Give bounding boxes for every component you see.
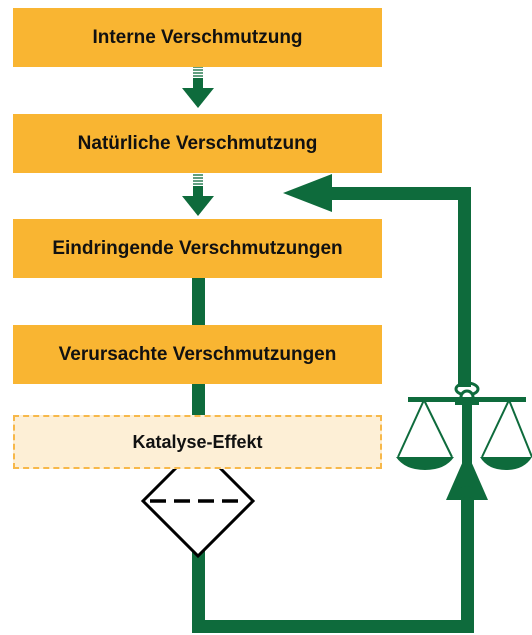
step-label: Interne Verschmutzung <box>92 26 303 48</box>
step-box-penetrating: Eindringende Verschmutzungen <box>13 219 382 278</box>
step-box-caused: Verursachte Verschmutzungen <box>13 325 382 384</box>
filter-diamond-icon <box>140 443 256 559</box>
step-label: Verursachte Verschmutzungen <box>58 343 337 365</box>
step-box-natural: Natürliche Verschmutzung <box>13 114 382 173</box>
return-up-line <box>461 500 474 633</box>
arrow-2-to-3 <box>182 174 214 216</box>
step-box-internal: Interne Verschmutzung <box>13 8 382 67</box>
top-return-line <box>330 187 471 200</box>
bottom-return-line <box>192 620 474 633</box>
arrow-1-to-2 <box>182 66 214 108</box>
step-label: Natürliche Verschmutzung <box>77 132 318 154</box>
catalysis-box: Katalyse-Effekt <box>13 415 382 469</box>
return-left-arrowhead <box>283 174 332 212</box>
scale-up-line <box>458 187 471 387</box>
step-label: Eindringende Verschmutzungen <box>52 237 343 259</box>
balance-scale-icon <box>396 381 532 498</box>
catalysis-label: Katalyse-Effekt <box>132 431 263 452</box>
